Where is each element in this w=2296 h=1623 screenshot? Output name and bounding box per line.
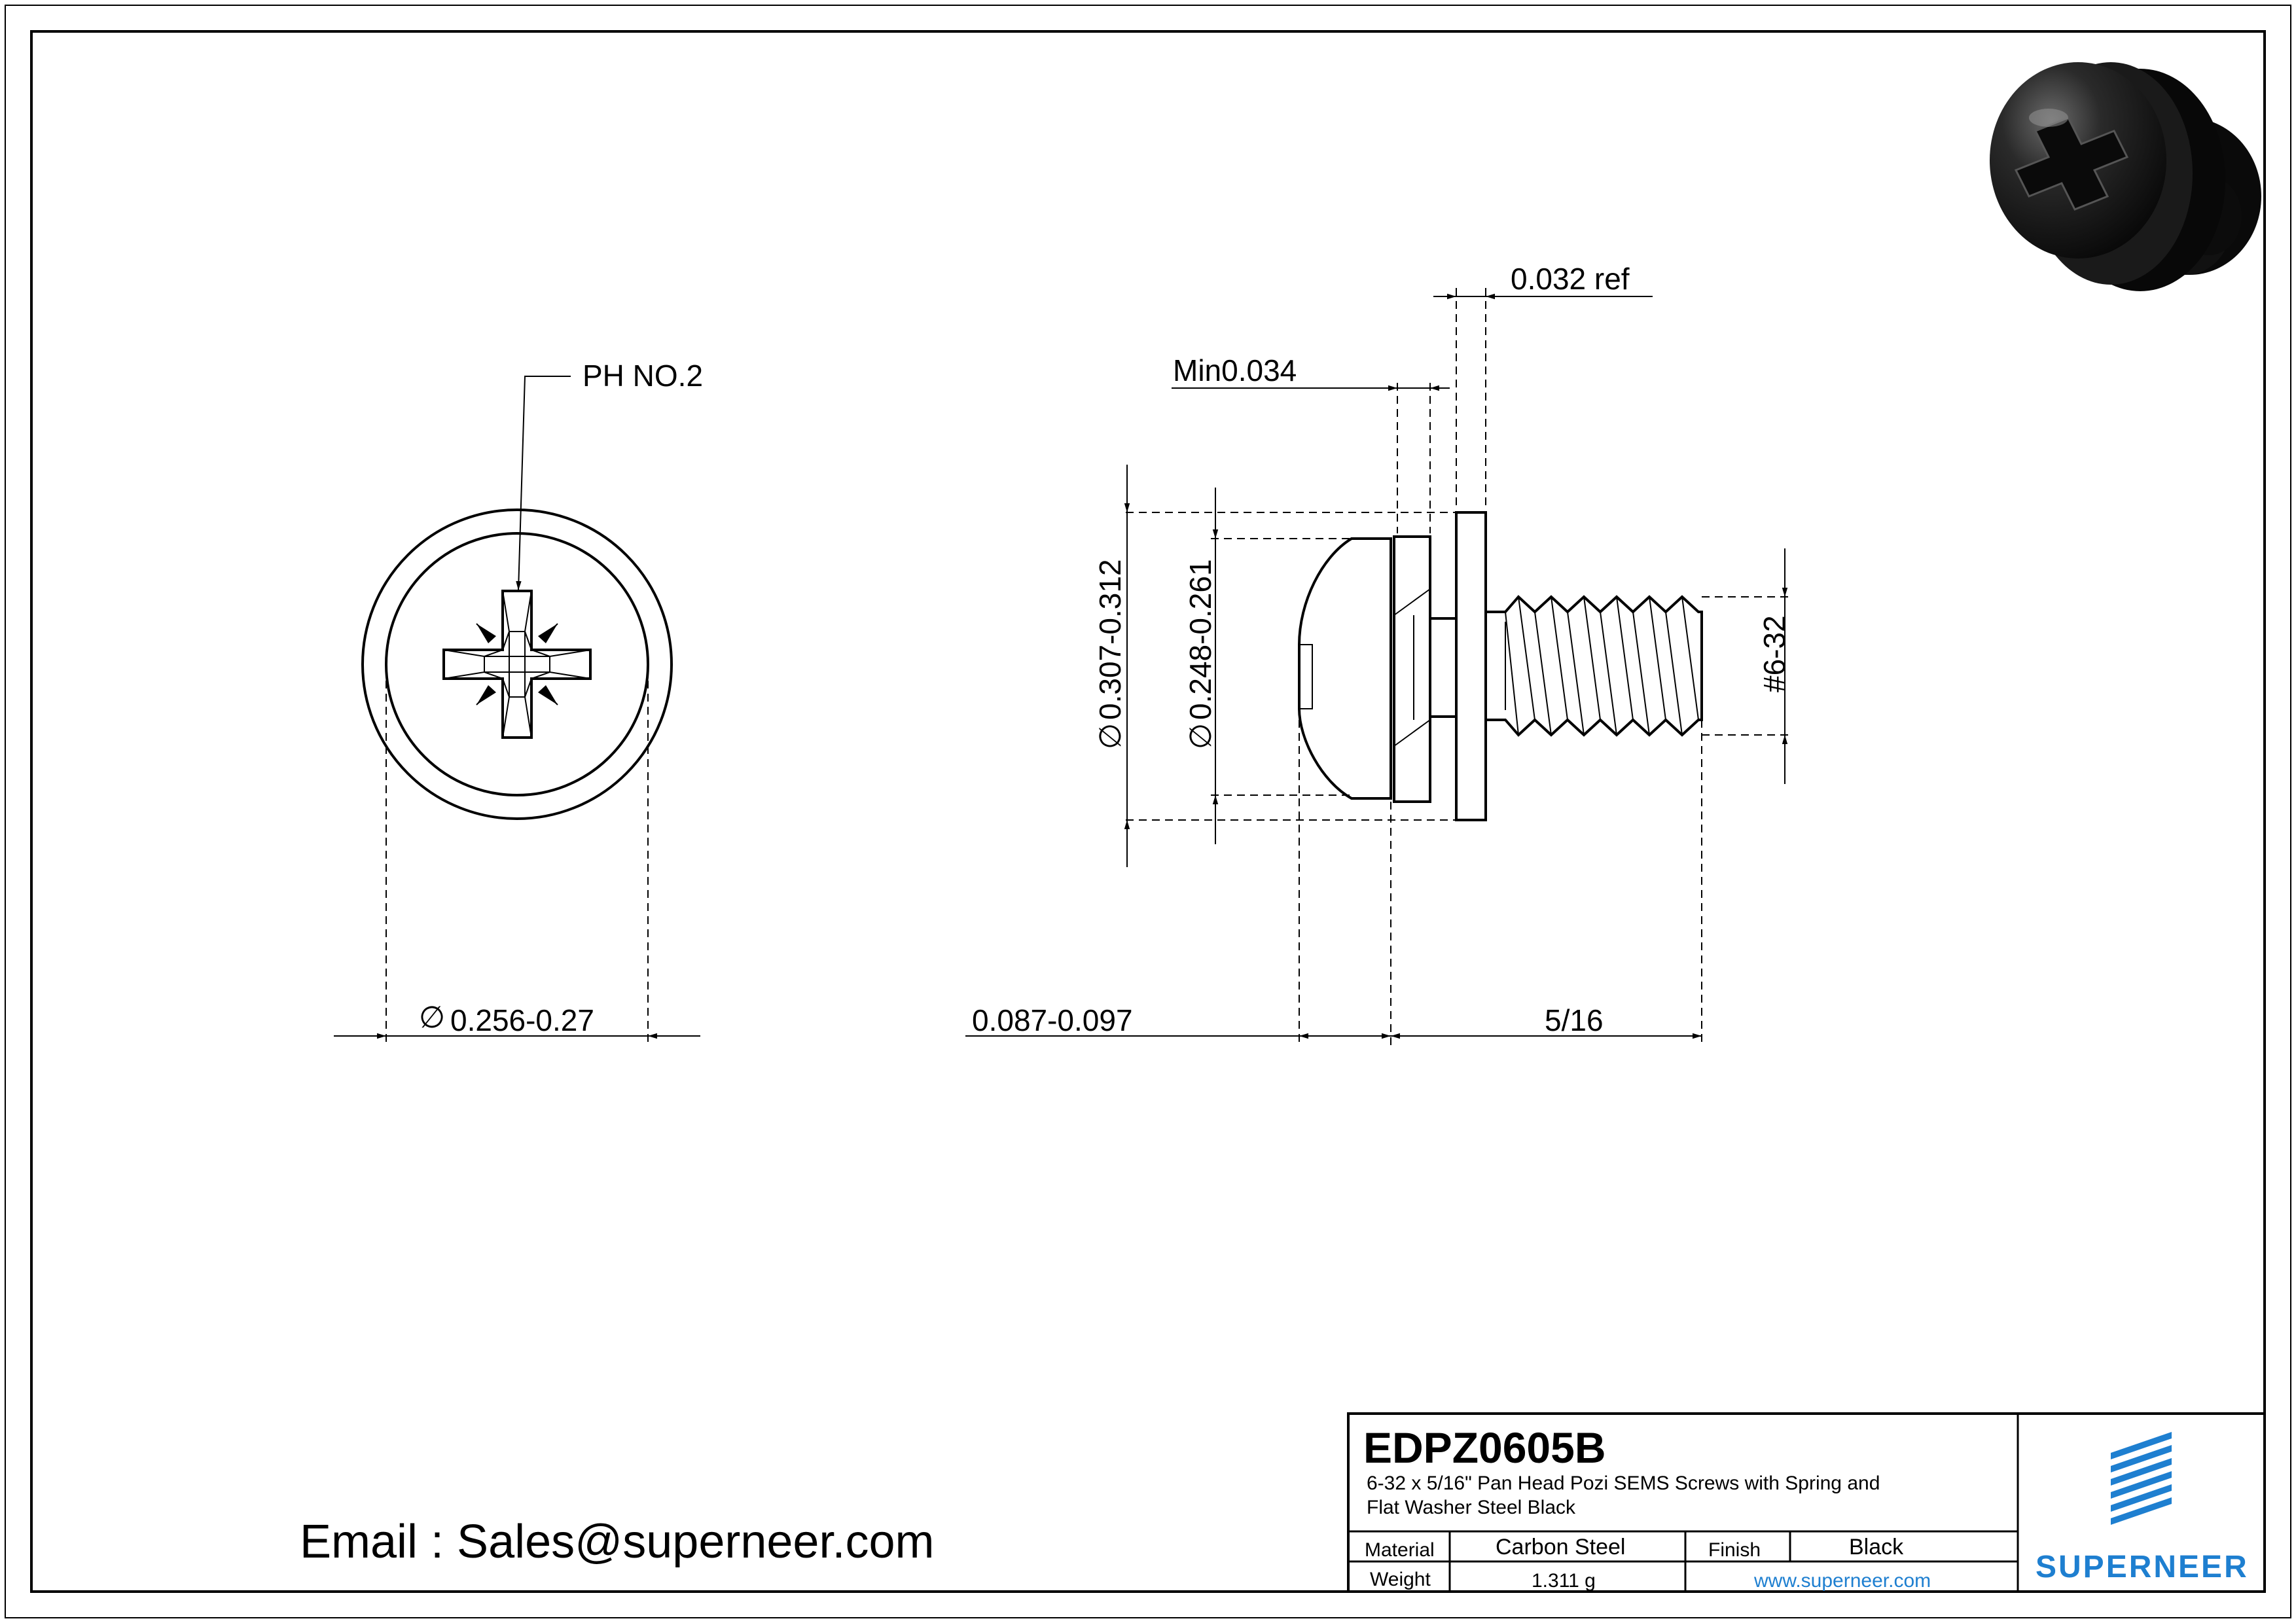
- part-number: EDPZ0605B: [1363, 1423, 1606, 1472]
- title-block: EDPZ0605B 6-32 x 5/16" Pan Head Pozi SEM…: [1347, 1412, 2266, 1593]
- inner-frame: [30, 30, 2266, 1593]
- head-height-label: 0.087-0.097: [972, 1003, 1133, 1037]
- flat-washer: [1455, 511, 1487, 821]
- length-label: 5/16: [1545, 1003, 1604, 1037]
- thread-label: #6-32: [1757, 615, 1791, 692]
- superneer-stripes-logo: [2111, 1432, 2172, 1525]
- material-value: Carbon Steel: [1496, 1535, 1625, 1560]
- brand-name: SUPERNEER: [2036, 1550, 2249, 1584]
- finish-label: Finish: [1708, 1539, 1761, 1561]
- recess-callout: PH NO.2: [583, 359, 703, 393]
- outer-diameter-symbol: ∅: [1093, 723, 1127, 749]
- website-link[interactable]: www.superneer.com: [1753, 1570, 1931, 1592]
- spring-washer-label: Min0.034: [1173, 353, 1297, 387]
- contact-email: Email : Sales@superneer.com: [300, 1516, 935, 1568]
- side-view: ∅ 0.307-0.312 ∅ 0.248-0.261 #6-32 Min0.0…: [965, 262, 1793, 1047]
- outer-diameter-label: 0.307-0.312: [1093, 559, 1127, 720]
- head-diameter-side-symbol: ∅: [1183, 723, 1217, 749]
- weight-label: Weight: [1370, 1569, 1431, 1590]
- washer-thickness-label: 0.032 ref: [1511, 262, 1630, 296]
- finish-value: Black: [1849, 1535, 1904, 1560]
- head-diameter-side-label: 0.248-0.261: [1183, 559, 1217, 720]
- diameter-symbol-front: ∅: [419, 1000, 445, 1034]
- spring-washer: [1393, 535, 1431, 803]
- weight-value: 1.311 g: [1532, 1570, 1596, 1592]
- head-diameter-label: 0.256-0.27: [450, 1003, 594, 1037]
- outer-frame: [5, 5, 2291, 1618]
- pozi-recess: [442, 590, 592, 739]
- screw-3d-render: [1990, 62, 2261, 291]
- description-line2: Flat Washer Steel Black: [1367, 1497, 1576, 1518]
- front-view: ∅ 0.256-0.27 PH NO.2: [334, 359, 703, 1047]
- material-label: Material: [1365, 1539, 1435, 1561]
- description-line1: 6-32 x 5/16" Pan Head Pozi SEMS Screws w…: [1367, 1472, 1880, 1494]
